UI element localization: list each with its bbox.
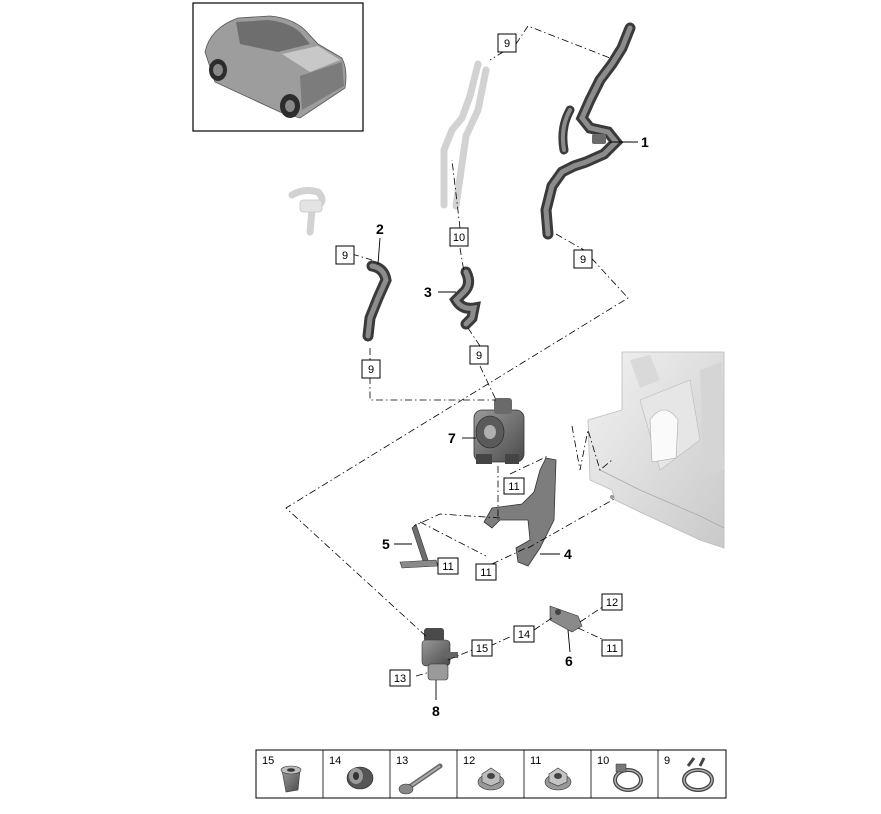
nut-icon	[544, 767, 572, 791]
box-12: 12	[606, 597, 618, 609]
callout-6: 6	[565, 653, 573, 669]
box-11-b: 11	[480, 567, 491, 579]
box-9-mid: 9	[476, 350, 482, 362]
legend-label-14: 14	[329, 755, 341, 767]
legend-label-11: 11	[530, 755, 541, 767]
callout-2: 2	[376, 221, 384, 237]
box-9-low: 9	[368, 364, 374, 376]
coolant-hose-3	[449, 266, 481, 330]
bracket-5	[399, 523, 439, 569]
legend-label-12: 12	[463, 755, 475, 767]
hose-clamp-9-icon	[682, 757, 714, 792]
callout-4: 4	[564, 546, 572, 562]
vehicle-thumbnail	[192, 2, 364, 132]
box-11-c: 11	[442, 561, 453, 573]
grommet-icon	[346, 766, 374, 790]
callout-5: 5	[382, 536, 390, 552]
legend-label-13: 13	[396, 755, 408, 767]
callout-8: 8	[432, 703, 440, 719]
coolant-hose-1	[540, 22, 636, 240]
box-14: 14	[518, 629, 530, 641]
box-10: 10	[453, 232, 465, 244]
legend-label-10: 10	[597, 755, 609, 767]
flange-nut-icon	[477, 767, 505, 791]
box-13: 13	[394, 673, 406, 685]
callout-7: 7	[448, 430, 456, 446]
bracket-4	[483, 457, 557, 567]
box-15: 15	[476, 643, 488, 655]
callout-3: 3	[424, 284, 432, 300]
box-9-top: 9	[504, 38, 510, 50]
box-11-a: 11	[508, 481, 519, 493]
coolant-pump-7	[473, 398, 525, 464]
box-9-left: 9	[342, 250, 348, 262]
callout-1: 1	[641, 134, 649, 150]
box-9-right: 9	[580, 254, 586, 266]
legend-label-15: 15	[262, 755, 274, 767]
hose-connector-1	[592, 134, 606, 144]
hardware-legend: 15 14 13 12 11 10 9	[255, 749, 727, 799]
bolt-icon	[398, 763, 443, 795]
legend-label-9: 9	[664, 755, 670, 767]
sleeve-icon	[280, 765, 302, 793]
box-11-d: 11	[606, 643, 617, 655]
coolant-hose-2	[362, 260, 392, 342]
bracket-6	[549, 605, 583, 633]
hose-clamp-10-icon	[613, 763, 643, 792]
valve-8	[421, 628, 458, 681]
body-structure	[587, 351, 725, 549]
